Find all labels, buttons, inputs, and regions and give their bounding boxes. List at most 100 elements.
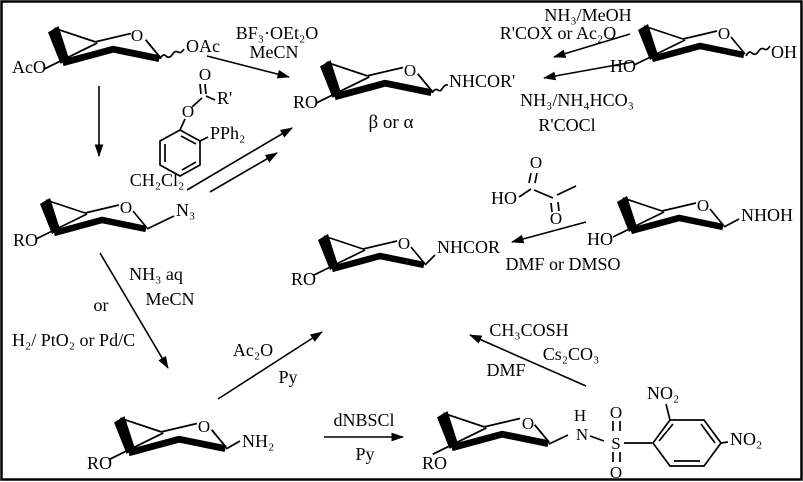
wavy-bond: [159, 48, 185, 60]
arrow-ammonolysis-top: [553, 33, 631, 58]
n-s-bond: [589, 435, 605, 442]
label-h2-pto2-pdc: H₂/ PtO₂ or Pd/C: [12, 330, 135, 350]
c-r-bond: [205, 95, 216, 101]
aco-label: AcO: [12, 57, 46, 77]
arrow-staudinger-2: [209, 152, 278, 193]
arrow-staudinger-1: [186, 127, 293, 191]
ring-oxygen: O: [697, 196, 709, 215]
oh-label: OH: [771, 42, 797, 62]
nhcor-label: NHCOR: [437, 237, 500, 257]
ho-label: HO: [610, 56, 636, 76]
ro-label: RO: [293, 92, 318, 112]
structure-hemiacetal: O HO OH: [610, 24, 797, 76]
r-prime-label: R': [217, 88, 232, 108]
ring-oxygen: O: [404, 61, 416, 80]
nh-hydrogen: H: [574, 406, 586, 425]
arrow-ammonolysis-bottom: [543, 61, 634, 81]
label-dnbscl: dNBSCl: [333, 410, 394, 430]
c-no2-bond: [720, 441, 729, 444]
structure-azide: O RO N₃: [13, 198, 195, 250]
structure-amide-top: O RO NHCOR' β or α: [293, 60, 515, 133]
c-o-double-bond: [550, 202, 553, 213]
label-ch3cosh: CH₃COSH: [489, 320, 568, 340]
label-ac2o: Ac₂O: [233, 340, 273, 360]
ro-label: RO: [291, 269, 316, 289]
label-mecn-2: MeCN: [146, 289, 195, 309]
label-bf3-oet2o: BF₃·OEt₂O: [236, 23, 319, 43]
anomeric-bond: [225, 440, 241, 450]
ro-label: RO: [13, 230, 38, 250]
nhcor-prime-label: NHCOR': [449, 71, 515, 91]
ester-oxygen: O: [182, 102, 194, 121]
structure-hydroxylamine: O HO NHOH: [587, 196, 793, 249]
ho-label: HO: [491, 188, 517, 208]
azide-label: N₃: [176, 200, 195, 220]
anomeric-bond: [723, 218, 740, 228]
label-dmf-dmso: DMF or DMSO: [505, 254, 620, 274]
c-p-bond: [199, 136, 209, 142]
anomeric-bond: [424, 254, 436, 266]
pph2-label: PPh₂: [210, 123, 245, 143]
anomeric-bond: [146, 215, 175, 230]
c-c-bond: [533, 189, 554, 199]
sulfonyl-o-bottom: O: [610, 463, 622, 482]
sulfonyl-o-top: O: [610, 403, 622, 422]
ro-label: RO: [87, 453, 112, 473]
beta-or-alpha-label: β or α: [369, 112, 414, 133]
arrow-acetylation: [217, 331, 323, 400]
aromatic-double-bond: [181, 161, 197, 171]
wavy-bond: [745, 45, 771, 57]
sulfur-atom: S: [611, 434, 620, 453]
c-o-double-bond: [557, 201, 560, 212]
no2-ortho-label: NO₂: [647, 383, 679, 403]
benzene-ring: [651, 419, 723, 467]
ring-oxygen: O: [398, 234, 410, 253]
structure-amide-mid: O RO NHCOR: [291, 234, 500, 289]
aromatic-double-bond: [180, 135, 197, 145]
anomeric-bond: [548, 434, 569, 445]
label-py-2: Py: [355, 444, 374, 464]
structure-pyruvic-acid: HO O O: [491, 153, 577, 228]
arrow-azide-reduction: [99, 252, 169, 369]
arrow-bf3-route: [206, 55, 290, 79]
structure-sulfonamide: O RO H N S O O NO₂ NO₂: [422, 383, 762, 482]
ring-oxygen: O: [120, 198, 132, 217]
nhoh-label: NHOH: [741, 205, 793, 225]
c-o-double-bond: [534, 172, 538, 184]
label-rcox-ac2o: R'COX or Ac₂O: [500, 23, 617, 43]
oac-label: OAc: [186, 36, 220, 56]
label-cs2co3: Cs₂CO₃: [543, 344, 600, 364]
label-nh3-meoh: NH₃/MeOH: [544, 5, 631, 25]
carbonyl-o-top: O: [530, 153, 542, 172]
aromatic-double-bond: [700, 423, 716, 444]
arrow-pyruvate-amidation: [511, 221, 587, 244]
label-py-1: Py: [278, 367, 297, 387]
structure-phosphinophenyl-ester: O O R' PPh₂: [159, 65, 245, 177]
o-c-bond: [191, 97, 203, 108]
dinitrophenyl-ring: NO₂ NO₂: [647, 383, 762, 467]
label-dmf: DMF: [486, 360, 525, 380]
carbonyl-oxygen: O: [199, 65, 211, 84]
ring-oxygen: O: [718, 24, 730, 43]
c-o-bond: [179, 118, 186, 131]
structure-tetraacetate: O AcO OAc: [12, 26, 220, 77]
ring-oxygen: O: [198, 417, 210, 436]
c-o-double-bond: [204, 83, 207, 95]
ring-oxygen: O: [131, 26, 143, 45]
c-o-double-bond: [528, 172, 532, 184]
label-mecn-top: MeCN: [250, 42, 299, 62]
arrow-thioacid: [469, 334, 587, 387]
structure-amine: O RO NH₂: [87, 416, 274, 473]
c-no2-bond: [665, 403, 671, 421]
label-or: or: [94, 295, 109, 315]
carbonyl-o-bottom: O: [550, 209, 562, 228]
label-nh3-nh4hco3: NH₃/NH₄HCO₃: [520, 90, 634, 110]
label-ch2cl2: CH₂Cl₂: [130, 170, 185, 190]
wavy-bond: [431, 83, 449, 94]
ro-label: RO: [422, 453, 447, 473]
nh-nitrogen: N: [576, 425, 588, 444]
aromatic-double-bond: [658, 423, 674, 442]
nh2-label: NH₂: [242, 431, 274, 451]
